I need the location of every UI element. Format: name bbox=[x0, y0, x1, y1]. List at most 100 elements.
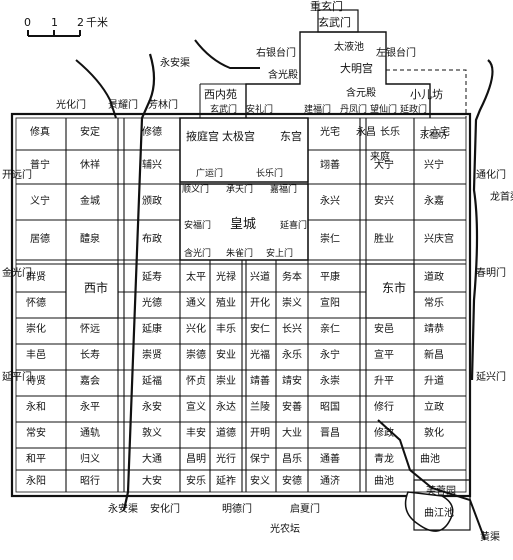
ward-label: 永阳 bbox=[26, 474, 46, 487]
ward-label: 安邑 bbox=[374, 322, 394, 335]
canal-qingming bbox=[75, 59, 117, 119]
gate-jinguang: 金光门 bbox=[2, 266, 32, 279]
ward-label: 安仁 bbox=[250, 322, 270, 335]
gate-xuanwu-top: 玄武门 bbox=[318, 15, 351, 29]
ward-label: 光福 bbox=[250, 348, 270, 361]
canal-yongan bbox=[122, 53, 156, 511]
label-daming: 大明宫 bbox=[340, 61, 373, 75]
ward-label: 安善 bbox=[282, 400, 302, 413]
ward-label: 崇德 bbox=[186, 348, 206, 361]
ward-label: 延寿 bbox=[142, 270, 162, 283]
ward-label: 安义 bbox=[250, 474, 270, 487]
ward-label: 修行 bbox=[374, 400, 394, 413]
ward-label: 昌明 bbox=[186, 453, 206, 465]
canal-huang bbox=[377, 419, 486, 541]
gate-chunming: 春明门 bbox=[476, 266, 506, 279]
ward-label: 兴道 bbox=[250, 270, 270, 283]
ward-label: 永乐 bbox=[282, 348, 302, 361]
ward-label: 光德 bbox=[142, 296, 162, 309]
gate-yanping: 延平门 bbox=[2, 370, 32, 383]
ward-label: 立政 bbox=[424, 400, 444, 413]
ward-label: 居德 bbox=[30, 232, 50, 245]
gate-jingyao: 景耀门 bbox=[108, 98, 138, 111]
gate-kaiyuan: 开远门 bbox=[2, 168, 32, 181]
ward-label: 延祚 bbox=[216, 474, 236, 487]
ward-label: 和平 bbox=[26, 453, 46, 465]
ward-label: 长兴 bbox=[282, 323, 302, 335]
ward-label: 亲仁 bbox=[320, 322, 340, 335]
gate-chengtian: 承天门 bbox=[226, 183, 253, 195]
label-hanguang: 含光殿 bbox=[268, 68, 298, 81]
gate-hanguang: 含光门 bbox=[184, 247, 211, 259]
ward-label: 道政 bbox=[424, 270, 444, 283]
ward-label: 通义 bbox=[186, 297, 206, 309]
gate-qixia: 启夏门 bbox=[290, 502, 320, 515]
ward-label: 崇义 bbox=[282, 297, 302, 309]
ward-label: 敦化 bbox=[424, 426, 444, 439]
ward-label: 怀远 bbox=[80, 323, 100, 335]
ward-label: 道德 bbox=[216, 426, 236, 439]
ward-label: 靖恭 bbox=[424, 322, 444, 335]
gate-yanxi: 延喜门 bbox=[280, 219, 307, 231]
label-canal-huang: 黄渠 bbox=[480, 530, 500, 543]
label-huangcheng: 皇城 bbox=[230, 217, 256, 232]
ward-label: 大通 bbox=[142, 452, 162, 465]
ward-label: 安业 bbox=[216, 348, 236, 361]
gate-fanglin: 芳林门 bbox=[148, 98, 178, 111]
ward-label: 永崇 bbox=[320, 374, 340, 387]
east-market bbox=[365, 263, 415, 319]
ward-label: 修政 bbox=[374, 426, 394, 439]
ward-label: 昭国 bbox=[320, 401, 340, 413]
gate-wangxian: 望仙门 bbox=[370, 103, 397, 115]
label-east-market: 东市 bbox=[382, 280, 406, 295]
canal-east-long bbox=[470, 59, 494, 381]
gate-mingde: 明德门 bbox=[222, 502, 252, 515]
ward-label: 太平 bbox=[186, 270, 206, 283]
ward-label: 靖善 bbox=[250, 374, 270, 387]
label-donggong: 东宫 bbox=[280, 129, 302, 143]
ward-label: 待贤 bbox=[26, 374, 46, 387]
ward-label: 崇仁 bbox=[320, 233, 340, 245]
ward-label: 晋昌 bbox=[320, 427, 340, 439]
ward-label: 大安 bbox=[142, 474, 162, 487]
gate-tonghua: 通化门 bbox=[476, 168, 506, 181]
ward-label: 通济 bbox=[320, 474, 340, 487]
ward-label: 义宁 bbox=[30, 194, 50, 207]
ward-label: 永兴 bbox=[320, 194, 340, 207]
label-qujiang: 曲江池 bbox=[424, 506, 454, 519]
ward-label: 常乐 bbox=[424, 296, 444, 309]
ward-label: 通善 bbox=[320, 452, 340, 465]
scale-one: 1 bbox=[51, 16, 58, 29]
label-furong: 芙蓉园 bbox=[426, 484, 456, 497]
label-xiaoer: 小儿坊 bbox=[410, 87, 443, 101]
gate-danfeng: 丹凤门 bbox=[340, 103, 367, 115]
scale-two: 2 bbox=[77, 16, 84, 29]
ward-label: 曲池 bbox=[374, 474, 394, 487]
gate-shunyi: 顺义门 bbox=[182, 183, 209, 195]
ward-label: 修德 bbox=[142, 125, 162, 138]
ward-label: 长寿 bbox=[80, 348, 100, 361]
furong-garden bbox=[413, 479, 471, 531]
ward-label: 安兴 bbox=[374, 194, 394, 207]
label-zuoyintai: 左银台门 bbox=[376, 46, 416, 59]
ward-label: 怀德 bbox=[26, 296, 46, 309]
ward-label: 保宁 bbox=[250, 452, 270, 465]
ward-label: 昭行 bbox=[80, 474, 100, 487]
ward-label: 兴宁 bbox=[424, 158, 444, 171]
label-taiji: 太极宫 bbox=[222, 129, 255, 143]
ward-label: 修真 bbox=[30, 125, 50, 138]
canal-longshou bbox=[194, 39, 260, 69]
ward-label: 归义 bbox=[80, 452, 100, 465]
gate-yanzheng: 延政门 bbox=[400, 103, 427, 115]
gate-anli: 安礼门 bbox=[246, 103, 273, 115]
gate-guangyun: 广运门 bbox=[196, 167, 223, 179]
ward-label: 颁政 bbox=[142, 194, 162, 207]
ward-label: 崇业 bbox=[216, 375, 236, 387]
ward-label: 丰乐 bbox=[216, 322, 236, 335]
ward-label: 群贤 bbox=[26, 270, 46, 283]
ward-label: 曲池 bbox=[420, 452, 440, 465]
ward-label: 开明 bbox=[250, 427, 270, 439]
ward-label: 丰安 bbox=[186, 426, 206, 439]
ward-label: 兴庆宫 bbox=[424, 232, 454, 245]
